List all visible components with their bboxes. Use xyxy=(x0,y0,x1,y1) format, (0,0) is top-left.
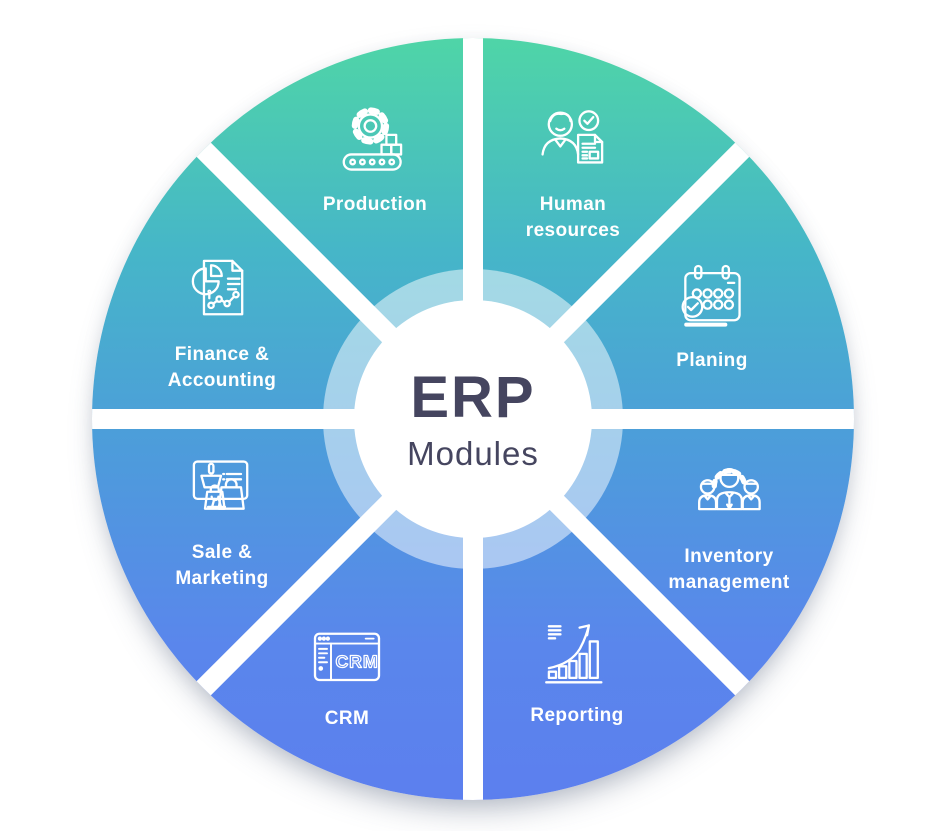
module-sale-marketing: Sale & Marketing xyxy=(175,450,268,592)
erp-modules-wheel: Production Human resources xyxy=(92,38,854,800)
finance-accounting-icon xyxy=(191,259,244,316)
center-hub: ERP Modules xyxy=(354,300,592,538)
inventory-team-icon xyxy=(697,467,761,511)
module-inventory-management: Inventory management xyxy=(668,454,789,596)
module-label: Human resources xyxy=(525,194,621,242)
module-planing: Planing xyxy=(672,258,752,374)
module-production: Production xyxy=(323,102,427,218)
calendar-icon xyxy=(681,264,741,327)
module-reporting: Reporting xyxy=(530,613,623,729)
module-crm: CRM CRM xyxy=(307,616,387,732)
crm-browser-icon: CRM xyxy=(313,632,381,682)
module-label: CRM xyxy=(324,708,370,729)
module-label: Production xyxy=(322,194,428,215)
module-finance-accounting: Finance & Accounting xyxy=(168,252,277,394)
module-label: Planing xyxy=(676,350,748,371)
module-label: Finance & Accounting xyxy=(167,344,277,392)
module-label: Sale & Marketing xyxy=(175,542,269,590)
module-label: Inventory management xyxy=(668,546,790,594)
hub-subtitle: Modules xyxy=(407,434,539,472)
sale-marketing-icon xyxy=(192,460,249,510)
module-human-resources: Human resources xyxy=(526,102,620,244)
human-resources-icon xyxy=(541,110,604,164)
production-icon xyxy=(342,107,403,171)
module-label: Reporting xyxy=(530,705,624,726)
hub-title: ERP xyxy=(410,364,536,430)
wheel-gradient: Production Human resources xyxy=(92,38,854,800)
report-chart-icon xyxy=(544,624,603,684)
svg-text:CRM: CRM xyxy=(335,652,378,672)
